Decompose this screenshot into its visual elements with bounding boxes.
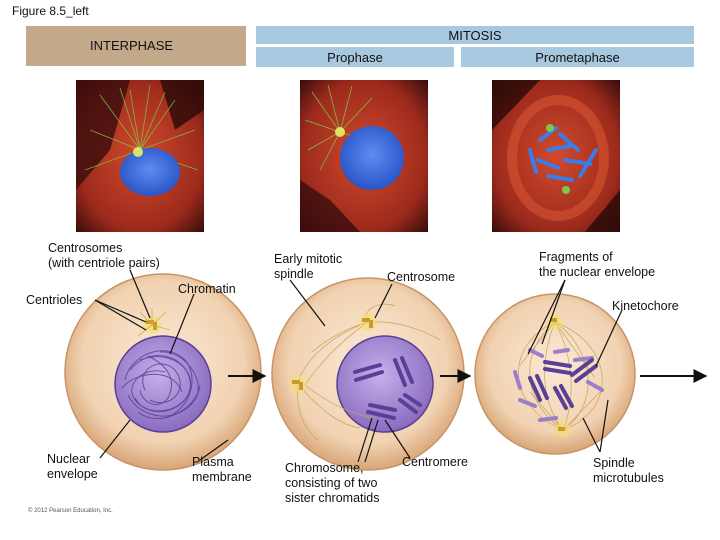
label-kinetochore: Kinetochore bbox=[612, 299, 679, 313]
figure-label: Figure 8.5_left bbox=[12, 4, 89, 18]
centrosome-prometaphase-bottom bbox=[555, 422, 571, 438]
centrosome-prophase-left bbox=[289, 375, 307, 393]
centrosome-prophase-top bbox=[359, 313, 377, 331]
label-centrioles: Centrioles bbox=[26, 293, 83, 307]
cell-prometaphase bbox=[474, 293, 636, 455]
label-spindle-microtubules: Spindle microtubules bbox=[593, 456, 664, 485]
leader-lines bbox=[94, 269, 623, 463]
prometaphase-banner: Prometaphase bbox=[461, 47, 694, 67]
label-early-mitotic-spindle: Early mitotic spindle bbox=[274, 252, 343, 281]
label-centrosomes: Centrosomes (with centriole pairs) bbox=[48, 241, 160, 270]
cell-prophase bbox=[271, 277, 465, 471]
micrograph-interphase bbox=[76, 80, 204, 232]
label-chromatin: Chromatin bbox=[178, 282, 236, 296]
micrograph-prophase bbox=[300, 80, 428, 232]
prophase-title: Prophase bbox=[327, 49, 383, 65]
label-centrosome: Centrosome bbox=[387, 270, 456, 284]
copyright-notice: © 2012 Pearson Education, Inc. bbox=[28, 508, 113, 514]
cell-interphase bbox=[64, 273, 262, 471]
centrosome-interphase bbox=[137, 308, 171, 337]
mitosis-title: MITOSIS bbox=[448, 27, 502, 43]
interphase-title: INTERPHASE bbox=[90, 38, 174, 53]
prophase-banner: Prophase bbox=[256, 47, 454, 67]
prometaphase-title: Prometaphase bbox=[535, 49, 620, 65]
label-chromosome: Chromosome, consisting of two sister chr… bbox=[285, 461, 380, 505]
interphase-banner: INTERPHASE bbox=[26, 26, 246, 66]
label-nuclear-fragments: Fragments of the nuclear envelope bbox=[539, 250, 656, 279]
label-centromere: Centromere bbox=[402, 455, 468, 469]
label-nuclear-envelope: Nuclear envelope bbox=[47, 452, 98, 481]
label-plasma-membrane: Plasma membrane bbox=[192, 455, 252, 484]
micrograph-prometaphase bbox=[492, 80, 620, 232]
mitosis-banner: MITOSIS bbox=[256, 26, 694, 44]
